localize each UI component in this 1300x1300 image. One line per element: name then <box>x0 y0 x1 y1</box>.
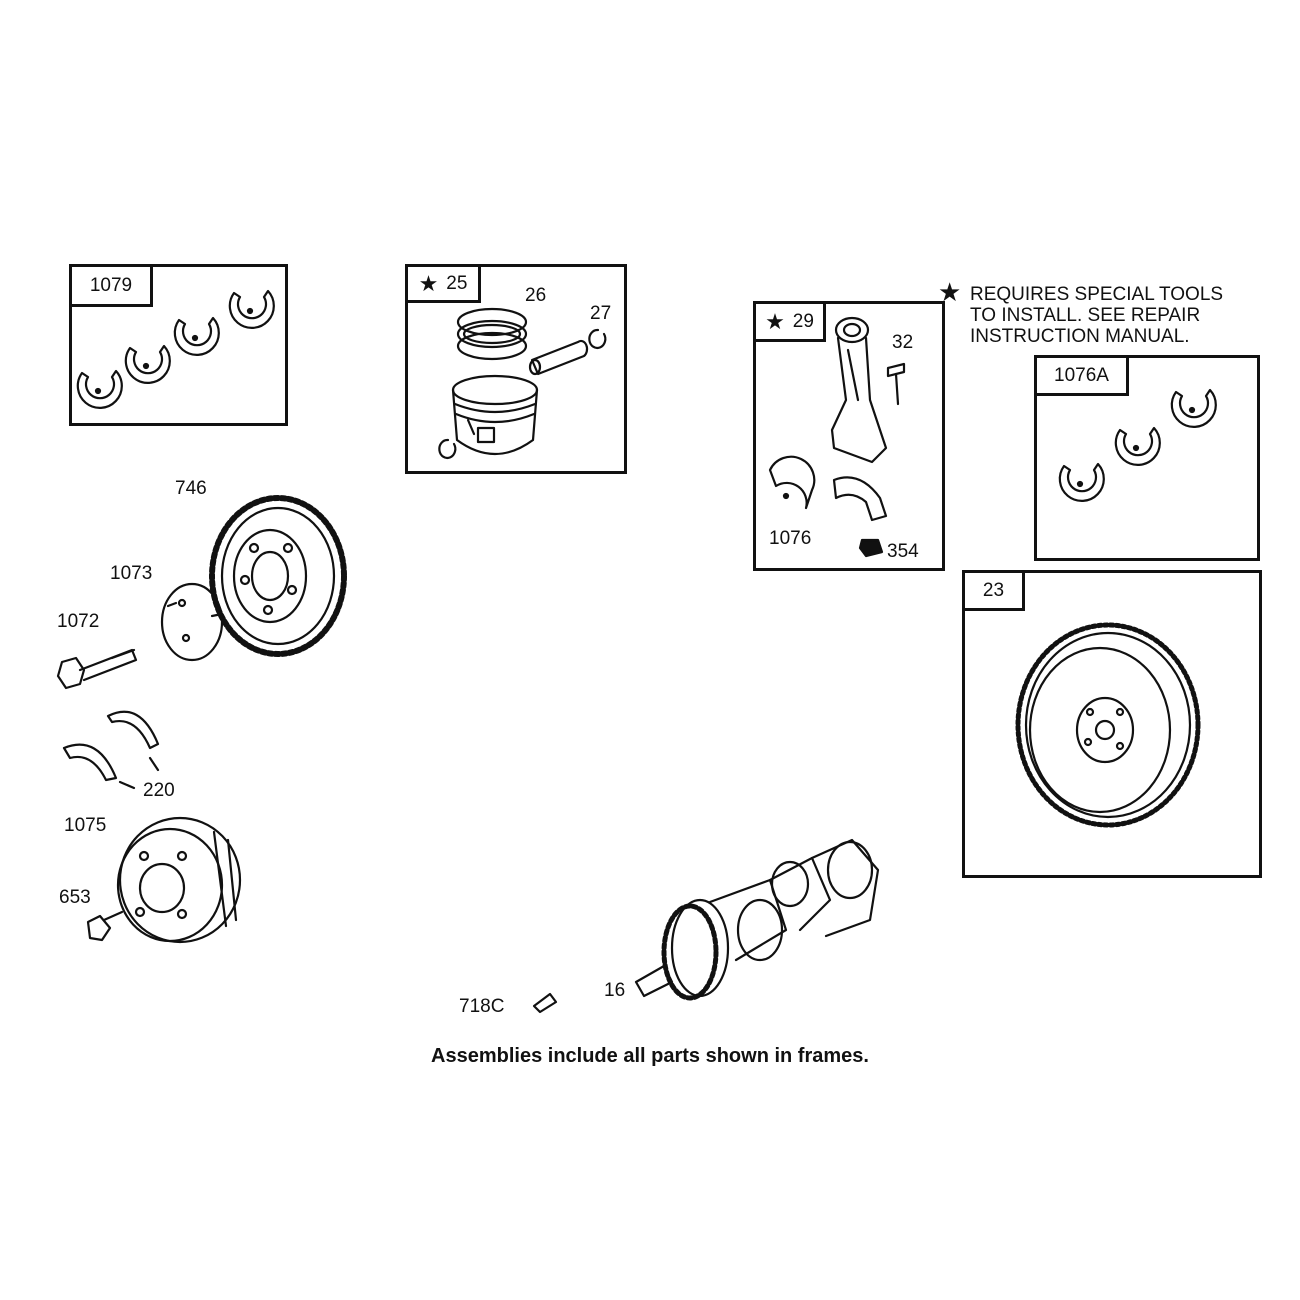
frame-1076a: 1076A <box>1034 355 1260 561</box>
part-label-16: 16 <box>604 980 626 1001</box>
bearing-shells-1076a <box>1058 388 1217 502</box>
frame-tag-29: ★ 29 <box>756 304 826 342</box>
frame-25: ★ 25 <box>405 264 627 474</box>
pulley-1075 <box>116 816 242 944</box>
note-line: REQUIRES SPECIAL TOOLS <box>970 284 1224 305</box>
part-label-1075: 1075 <box>64 815 107 836</box>
frame-tag-label: 29 <box>792 310 814 332</box>
frame-tag-label: 23 <box>982 579 1005 601</box>
wrist-pin <box>528 339 589 376</box>
part-label-27: 27 <box>590 303 612 324</box>
note-line: TO INSTALL. SEE REPAIR <box>970 305 1201 326</box>
crankshaft <box>634 838 880 1001</box>
connecting-rod <box>830 316 888 464</box>
clip-27 <box>588 328 607 350</box>
part-label-653: 653 <box>59 887 91 908</box>
part-label-1072: 1072 <box>57 611 100 632</box>
nut-354 <box>858 538 884 558</box>
part-label-718c: 718C <box>459 996 505 1017</box>
part-label-220: 220 <box>143 780 175 801</box>
rod-bolt <box>886 362 906 406</box>
star-icon: ★ <box>418 270 439 296</box>
clip-left <box>438 438 457 460</box>
part-label-746: 746 <box>175 478 207 499</box>
frame-tag-1079: 1079 <box>72 267 153 307</box>
bearing-1076 <box>768 455 816 510</box>
flywheel <box>1015 622 1201 828</box>
part-label-26: 26 <box>525 285 547 306</box>
part-label-1076: 1076 <box>769 528 812 549</box>
key-718c <box>532 992 558 1014</box>
frame-29: ★ 29 <box>753 301 945 571</box>
piston <box>451 374 539 456</box>
star-icon: ★ <box>765 308 785 334</box>
frame-1079: 1079 <box>69 264 288 426</box>
frame-tag-label: 1079 <box>89 274 133 296</box>
frame-tag-25: ★ 25 <box>408 267 481 303</box>
part-label-1073: 1073 <box>110 563 153 584</box>
rod-cap <box>832 476 888 522</box>
frame-tag-1076a: 1076A <box>1037 358 1129 396</box>
note-line: INSTRUCTION MANUAL. <box>970 326 1190 347</box>
piston-rings <box>456 307 528 361</box>
washer-1073 <box>160 582 224 662</box>
gear-746 <box>209 495 347 657</box>
bolt-653 <box>86 910 124 942</box>
frame-tag-label: 25 <box>446 272 468 294</box>
special-tools-note: REQUIRES SPECIAL TOOLS TO INSTALL. SEE R… <box>970 284 1223 347</box>
thrust-washers-220 <box>62 710 160 790</box>
frame-23: 23 <box>962 570 1262 878</box>
frame-tag-23: 23 <box>965 573 1025 611</box>
part-label-354: 354 <box>887 541 919 562</box>
bolt-1072 <box>56 648 138 690</box>
bearing-shells-1079 <box>76 289 275 409</box>
assemblies-footer-note: Assemblies include all parts shown in fr… <box>431 1045 869 1067</box>
frame-tag-label: 1076A <box>1054 364 1109 386</box>
part-label-32: 32 <box>892 332 914 353</box>
star-icon: ★ <box>938 277 962 307</box>
